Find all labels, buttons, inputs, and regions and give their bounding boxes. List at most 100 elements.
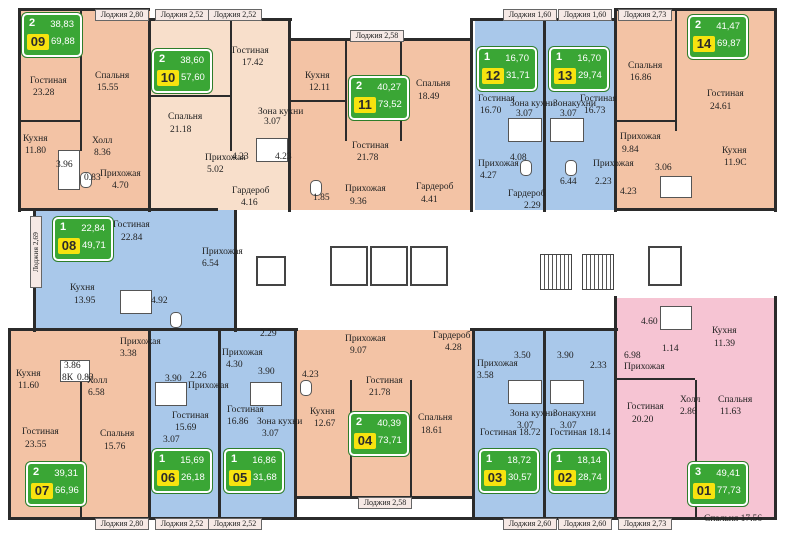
room-label: Зонакухни: [553, 409, 596, 419]
apartment-living-area: 18,72: [507, 455, 531, 466]
room-label: 11.9С: [724, 158, 747, 168]
apartment-room-count: 1: [60, 221, 67, 233]
apartment-total-area: 69,88: [51, 36, 75, 47]
bathtub-icon: [58, 150, 80, 190]
room-label: Прихожая: [345, 334, 386, 344]
elevator-shaft-icon: [410, 246, 448, 286]
apartment-total-area: 31,71: [506, 70, 530, 81]
room-label: 4.92: [151, 296, 168, 306]
room-label: 11.39: [714, 339, 736, 349]
toilet-icon: [565, 160, 577, 176]
room-label: 3.90: [165, 374, 182, 384]
room-label: Гостиная: [366, 376, 403, 386]
room-label: 23.55: [25, 440, 47, 450]
room-label: 3.07: [560, 109, 577, 119]
wall: [617, 120, 675, 122]
room-label: Прихожая: [188, 381, 229, 391]
toilet-icon: [310, 180, 322, 196]
apartment-living-area: 16,70: [505, 53, 529, 64]
room-label: 16.86: [630, 73, 652, 83]
room-label: 4.28: [445, 343, 462, 353]
room-label: Прихожая: [477, 359, 518, 369]
wall: [614, 296, 617, 520]
room-label: 9.07: [350, 346, 367, 356]
wall: [80, 11, 82, 151]
room-label: Кухня: [712, 326, 737, 336]
apartment-number: 11: [354, 97, 376, 113]
room-label: Гостиная: [172, 411, 209, 421]
room-label: 11.63: [720, 407, 742, 417]
wall: [18, 8, 150, 11]
apartment-room-count: 1: [556, 453, 563, 465]
room-label: 23.28: [33, 88, 55, 98]
room-label: 3.07: [560, 421, 577, 431]
apartment-living-area: 16,70: [577, 53, 601, 64]
apartment-total-area: 66,96: [55, 485, 79, 496]
apartment-number: 09: [27, 34, 49, 50]
room-label: Спальня: [100, 429, 135, 439]
wall: [148, 18, 151, 212]
room-label: Прихожая: [593, 159, 634, 169]
room-label: Холл: [92, 136, 113, 146]
room-label: 22.84: [121, 233, 143, 243]
apartment-living-area: 40,39: [377, 418, 401, 429]
room-label: Гостиная: [707, 89, 744, 99]
wall: [18, 208, 218, 211]
room-label: Гостиная: [627, 402, 664, 412]
loggia-label: Лоджия 1,60: [503, 9, 557, 21]
bathtub-icon: [155, 382, 187, 406]
room-label: 15.76: [104, 442, 126, 452]
apartment-room-count: 2: [695, 19, 702, 31]
apartment-number: 02: [554, 470, 576, 486]
apartment-total-area: 49,71: [82, 240, 106, 251]
room-label: Гостиная: [113, 220, 150, 230]
elevator-shaft-icon: [330, 246, 368, 286]
room-label: Кухня: [23, 134, 48, 144]
room-label: Спальня: [168, 112, 203, 122]
room-label: 4.23: [275, 152, 292, 162]
room-label: Прихожая: [345, 184, 386, 194]
wall: [614, 8, 617, 212]
wall: [615, 208, 777, 211]
wall: [288, 18, 291, 212]
room-label: Гостиная 18.14: [550, 428, 611, 438]
bathtub-icon: [256, 138, 288, 162]
room-label: 2.26: [190, 371, 207, 381]
elevator-shaft-icon: [256, 256, 286, 286]
room-label: 16.70: [480, 106, 502, 116]
apartment-room-count: 2: [33, 466, 40, 478]
wall: [8, 328, 298, 331]
room-label: 17.42: [242, 58, 264, 68]
room-label: 3.07: [262, 429, 279, 439]
wall: [234, 210, 237, 332]
apartment-living-area: 40,27: [377, 82, 401, 93]
apartment-number: 03: [484, 470, 506, 486]
room-label: 4.30: [226, 360, 243, 370]
apartment-room-count: 1: [231, 453, 238, 465]
room-label: Прихожая: [202, 247, 243, 257]
apartment-total-area: 26,18: [181, 472, 205, 483]
apartment-number: 01: [693, 483, 715, 499]
apartment-room-count: 2: [356, 80, 363, 92]
loggia-label: Лоджия 2,80: [95, 9, 149, 21]
wall: [695, 380, 697, 518]
apartment-living-area: 41,47: [716, 21, 740, 32]
apartment-living-area: 39,31: [54, 468, 78, 479]
apartment-number: 13: [554, 68, 576, 84]
apartment-total-area: 69,87: [717, 38, 741, 49]
apartment-total-area: 29,74: [578, 70, 602, 81]
